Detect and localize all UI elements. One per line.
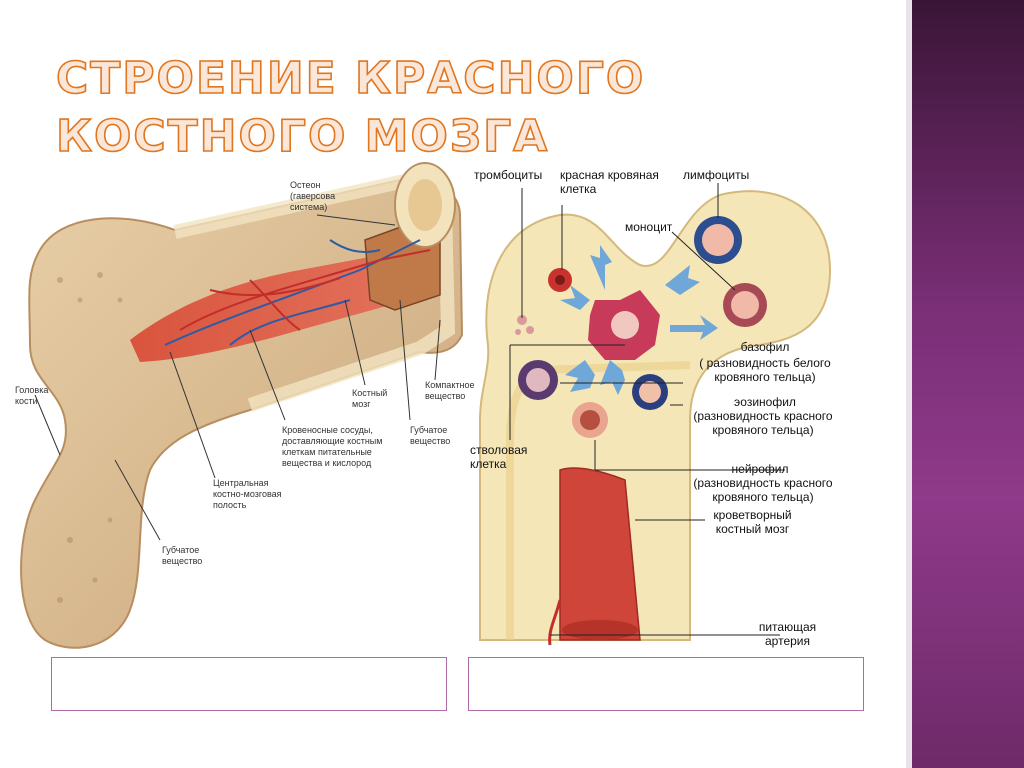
label-bone-marrow: Костный мозг bbox=[352, 388, 388, 409]
label-central-cavity: Центральная костно-мозговая полость bbox=[213, 478, 282, 510]
label-artery: питающая артерия bbox=[758, 620, 817, 648]
label-hematopoietic: кроветворный костный мозг bbox=[713, 508, 792, 536]
label-compact: Компактное вещество bbox=[425, 380, 475, 401]
sidebar-edge bbox=[906, 0, 912, 768]
label-stem-cell: стволовая клетка bbox=[470, 443, 528, 471]
label-vessels: Кровеносные сосуды, доставляющие костным… bbox=[282, 425, 383, 468]
label-basophil-note: ( разновидность белого кровяного тельца) bbox=[699, 356, 831, 384]
blood-vessels bbox=[164, 239, 431, 346]
decorative-sidebar bbox=[912, 0, 1024, 768]
label-neutrophil-note: (разновидность красного кровяного тельца… bbox=[693, 476, 833, 504]
caption-box-right[interactable] bbox=[468, 657, 864, 711]
label-osteon: Остеон (гаверсова система) bbox=[290, 180, 336, 212]
label-rbc: красная кровяная клетка bbox=[560, 168, 659, 196]
label-eosinophil: эозинофил bbox=[734, 395, 796, 409]
artery bbox=[548, 599, 562, 646]
basophil-cell bbox=[518, 360, 558, 400]
rbc-cell bbox=[548, 268, 572, 292]
monocyte-cell bbox=[723, 283, 767, 327]
hematopoietic-marrow bbox=[559, 467, 641, 641]
eosinophil-cell bbox=[632, 374, 668, 410]
label-basophil: базофил bbox=[740, 340, 790, 354]
label-eosinophil-note: (разновидность красного кровяного тельца… bbox=[693, 409, 833, 437]
slide-title: Строение красного костного мозга bbox=[55, 52, 646, 163]
label-spongy-outer: Губчатое вещество bbox=[162, 545, 203, 566]
stem-cell bbox=[588, 290, 660, 360]
label-neutrophil: нейрофил bbox=[731, 462, 789, 476]
thrombocyte-cells bbox=[515, 315, 534, 335]
label-thrombocytes: тромбоциты bbox=[474, 168, 543, 182]
differentiation-arrows bbox=[560, 245, 718, 395]
femur-illustration bbox=[20, 162, 832, 649]
caption-box-left[interactable] bbox=[51, 657, 447, 711]
label-spongy-inner: Губчатое вещество bbox=[410, 425, 451, 446]
label-monocyte: моноцит bbox=[625, 220, 673, 234]
lymphocyte-cell bbox=[694, 216, 742, 264]
label-bone-head: Головка кости bbox=[15, 385, 49, 406]
label-lymphocytes: лимфоциты bbox=[683, 168, 750, 182]
neutrophil-cell bbox=[572, 402, 608, 438]
